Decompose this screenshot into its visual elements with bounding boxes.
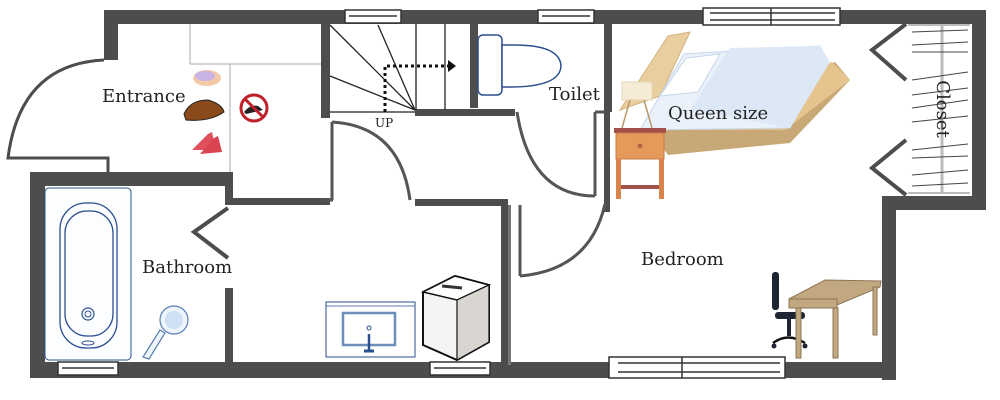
closet-folding-doors <box>868 22 908 197</box>
washing-machine-icon <box>420 274 492 362</box>
stairs-up-label: UP <box>375 116 394 130</box>
closet-label: Closet <box>931 80 953 138</box>
toilet-label: Toilet <box>549 84 600 105</box>
sink-icon <box>325 301 416 358</box>
windows <box>57 7 841 379</box>
door-swings <box>322 110 607 278</box>
bathroom-label: Bathroom <box>142 257 233 278</box>
toilet-icon <box>477 34 562 96</box>
shoes-icon <box>183 70 225 154</box>
entrance-label: Entrance <box>102 86 186 107</box>
closet-rod <box>908 24 970 194</box>
bathtub-icon <box>44 187 132 361</box>
stairs <box>329 24 446 113</box>
bathroom-folding-door <box>190 206 230 260</box>
bed-size-label: Queen size <box>668 103 769 124</box>
desk-icon <box>788 279 882 359</box>
no-shoes-sign-icon <box>239 93 269 123</box>
bed-icon <box>618 31 850 155</box>
lamp-icon <box>621 81 653 129</box>
bedroom-label: Bedroom <box>641 249 724 270</box>
entrance-outline <box>6 58 110 172</box>
nightstand-icon <box>614 128 666 199</box>
shower-icon <box>142 305 189 360</box>
office-chair-icon <box>771 272 808 349</box>
